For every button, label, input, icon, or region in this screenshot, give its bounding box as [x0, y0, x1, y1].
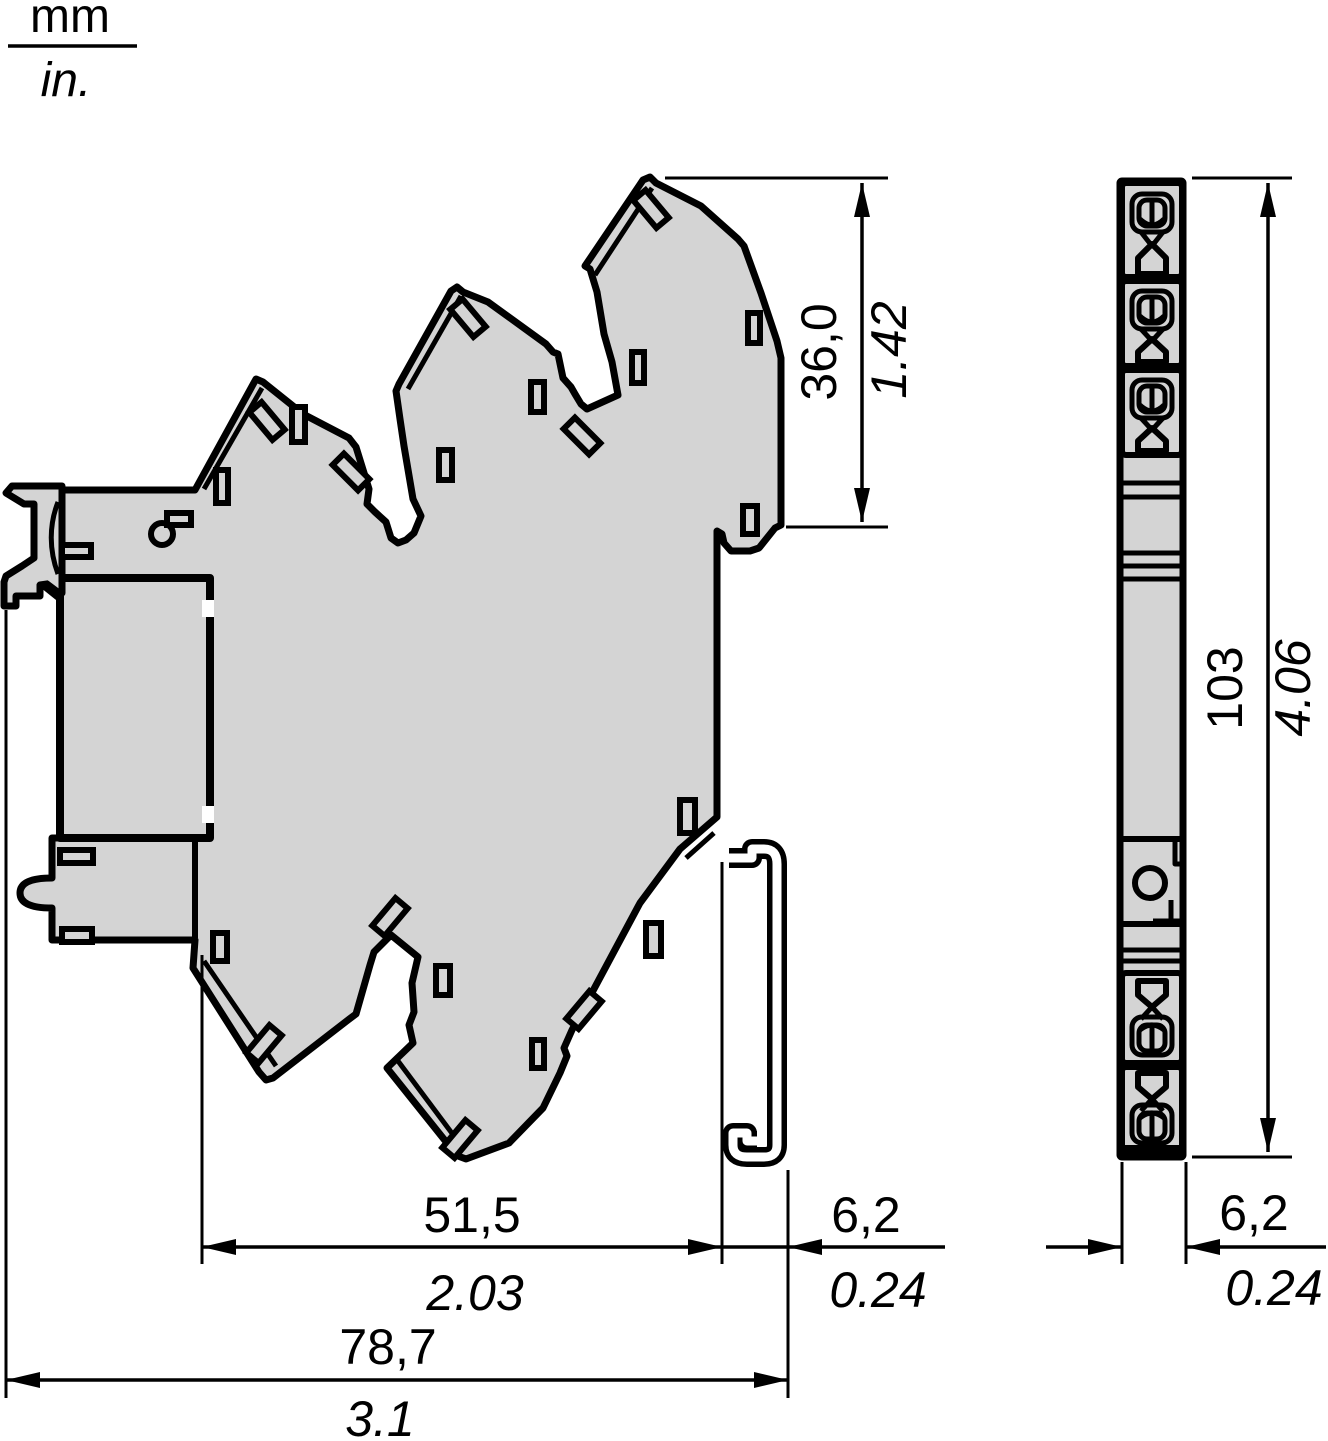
- dim-height-mm-label: 36,0: [791, 303, 847, 400]
- dimension-51-and-6: 51,5 2.03 6,2 0.24: [200, 862, 945, 1398]
- wire-clamp-icon: [1135, 1070, 1169, 1102]
- screw-head-icon: [1129, 1014, 1175, 1058]
- screw-head-icon: [1129, 1102, 1175, 1146]
- din-clip: [0, 482, 66, 610]
- dim-front-width-mm-label: 6,2: [1219, 1185, 1289, 1241]
- din-rail-profile: [723, 839, 787, 1167]
- dimension-103: 103 4.06: [1192, 176, 1321, 1159]
- dim-total-width-in-label: 3.1: [345, 1391, 415, 1441]
- rib-lines: [1120, 480, 1183, 1151]
- terminal-block-bottom-2: [1119, 1064, 1185, 1155]
- terminal-block-top-1: [1119, 180, 1185, 280]
- latch-pin-detail: [148, 510, 194, 548]
- dim-total-width-mm-label: 78,7: [339, 1319, 436, 1375]
- dimension-36: 36,0 1.42: [665, 176, 917, 529]
- unit-mm-label: mm: [30, 0, 110, 43]
- dimension-front-6: 6,2 0.24: [1046, 1162, 1326, 1316]
- dim-front-width-in-label: 0.24: [1225, 1260, 1322, 1316]
- dim-rail-depth-in-label: 0.24: [829, 1262, 926, 1318]
- dim-height-in-label: 1.42: [861, 301, 917, 399]
- socket-body-outline: [16, 173, 785, 1163]
- clip-spring-curve: [48, 501, 61, 575]
- wire-clamp-icon: [1135, 241, 1169, 277]
- latch-window: [1132, 841, 1184, 924]
- vent-slots: [57, 310, 763, 1071]
- screw-head-icon: [1129, 288, 1175, 332]
- relay-module-block: [56, 574, 214, 938]
- wire-clamp-icon: [1135, 425, 1169, 454]
- dimension-78: 78,7 3.1: [4, 610, 788, 1441]
- dim-rail-depth-mm-label: 6,2: [831, 1187, 901, 1243]
- front-view-strip: [1116, 177, 1187, 1161]
- angled-keying-slots: [242, 185, 673, 1163]
- screw-head-icon: [1129, 377, 1175, 421]
- unit-legend: mm in.: [8, 0, 137, 107]
- dim-front-height-in-label: 4.06: [1265, 639, 1321, 737]
- wire-clamp-icon: [1135, 978, 1169, 1010]
- terminal-block-top-2: [1119, 278, 1185, 369]
- screw-head-icon: [1129, 191, 1175, 235]
- dim-body-width-mm-label: 51,5: [423, 1187, 520, 1243]
- wire-clamp-icon: [1135, 336, 1169, 365]
- terminal-block-top-3: [1119, 367, 1185, 458]
- clip-latch-tooth: [40, 580, 63, 600]
- side-view-relay-socket: [0, 173, 787, 1167]
- dim-front-height-mm-label: 103: [1197, 646, 1253, 729]
- dim-body-width-in-label: 2.03: [425, 1265, 524, 1321]
- unit-in-label: in.: [41, 54, 92, 107]
- terminal-block-bottom-1: [1119, 970, 1185, 1066]
